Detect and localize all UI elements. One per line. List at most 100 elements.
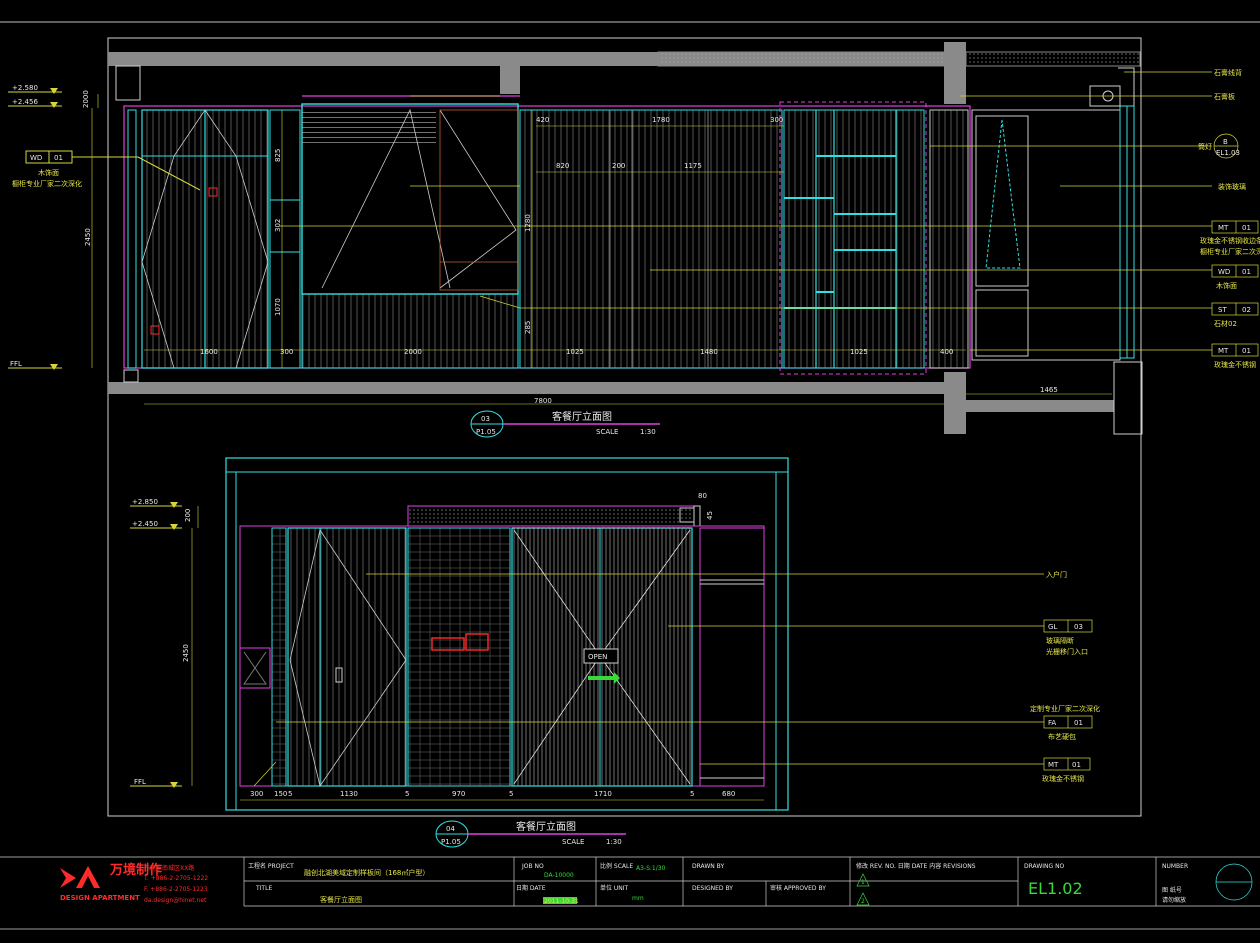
callout-text: 布艺硬包 bbox=[1048, 732, 1076, 741]
project-label: 工程名 PROJECT bbox=[248, 862, 294, 870]
callout-text: 玫瑰金不锈钢 bbox=[1214, 360, 1256, 369]
callout-text: 石膏线背 bbox=[1214, 68, 1242, 77]
callout-text: 石膏板 bbox=[1214, 92, 1235, 101]
level-lower-ffl: FFL bbox=[134, 778, 146, 786]
contact-line: 东莞市南城区XX路 bbox=[144, 864, 194, 872]
dim-total: 7800 bbox=[534, 397, 552, 405]
view-sheet: P1.05 bbox=[476, 428, 496, 436]
logo-cn: 万境制作 bbox=[109, 862, 162, 878]
scale-label: SCALE bbox=[596, 428, 618, 436]
job-value: DA-10000 bbox=[544, 872, 574, 879]
title-label: TITLE bbox=[255, 885, 272, 892]
dim-bottom: 5 bbox=[405, 790, 409, 798]
contact-line: da.design@hinet.net bbox=[144, 897, 207, 904]
callout-text: 玫瑰金不锈钢收边条 bbox=[1200, 236, 1260, 245]
detail-marker-bottom: EL1.03 bbox=[1216, 149, 1240, 157]
level-lower-1: +2.850 bbox=[132, 498, 158, 506]
revision-mark: 1 bbox=[861, 879, 865, 886]
number-note: 图 纸号 bbox=[1162, 886, 1182, 894]
title-block-frame bbox=[0, 856, 1260, 930]
detail-marker-top: B bbox=[1223, 138, 1228, 146]
callout-text: 玻璃隔断 bbox=[1046, 636, 1074, 645]
scale-value: 1:30 bbox=[606, 838, 622, 846]
dim-left: 2450 bbox=[84, 228, 92, 246]
tag-note2: 橱柜专业厂家二次深化 bbox=[12, 179, 82, 188]
dim-mid: 1070 bbox=[274, 298, 282, 316]
project-value: 融创北湖美域定制样板间（168㎡户型） bbox=[304, 868, 429, 877]
dim-bottom: 5 bbox=[690, 790, 694, 798]
dim-bottom: 970 bbox=[452, 790, 465, 798]
callout-text: 橱柜专业厂家二次深化 bbox=[1200, 247, 1260, 256]
level-lower-2: +2.450 bbox=[132, 520, 158, 528]
callout-num: 01 bbox=[1242, 347, 1251, 355]
job-label: JOB NO bbox=[521, 863, 544, 870]
dim-mid: 285 bbox=[524, 321, 532, 334]
callout-code: MT bbox=[1218, 347, 1229, 355]
dim-top: 820 bbox=[556, 162, 569, 170]
drawn-label: DRAWN BY bbox=[692, 863, 724, 870]
callout-text: 装饰玻璃 bbox=[1218, 182, 1246, 191]
door-open-label: OPEN bbox=[588, 653, 607, 661]
drawing-no-label: DRAWING NO bbox=[1024, 863, 1065, 870]
callout-code: FA bbox=[1048, 719, 1056, 727]
callout-text: 玫瑰金不锈钢 bbox=[1042, 774, 1084, 783]
dim-top: 1175 bbox=[684, 162, 702, 170]
dim-bottom: 1710 bbox=[594, 790, 612, 798]
callout-num: 01 bbox=[1072, 761, 1081, 769]
dim-mid: 825 bbox=[274, 149, 282, 162]
scale-label: SCALE bbox=[562, 838, 584, 846]
approved-label: 审核 APPROVED BY bbox=[770, 884, 826, 892]
dim-top: 80 bbox=[698, 492, 707, 500]
dim-bottom: 2000 bbox=[404, 348, 422, 356]
contact-line: F. +886-2-2705-1223 bbox=[144, 886, 208, 893]
dim-bottom: 300 bbox=[280, 348, 293, 356]
callout-text: 光栅移门入口 bbox=[1046, 647, 1088, 656]
dim-left: 200 bbox=[184, 509, 192, 522]
dim-bottom: 150 bbox=[274, 790, 287, 798]
sheet-border bbox=[107, 37, 1142, 817]
dim-bottom: 680 bbox=[722, 790, 735, 798]
callout-code: MT bbox=[1218, 224, 1229, 232]
dim-mid: 1280 bbox=[524, 214, 532, 232]
callout-num: 01 bbox=[1242, 224, 1251, 232]
dim-bottom: 5 bbox=[509, 790, 513, 798]
lower-elevation bbox=[130, 457, 1093, 848]
callout-num: 01 bbox=[1242, 268, 1251, 276]
dim-bottom: 400 bbox=[940, 348, 953, 356]
dim-top: 300 bbox=[770, 116, 783, 124]
tag-num: 01 bbox=[54, 154, 63, 162]
dim-top: 45 bbox=[706, 511, 714, 520]
dim-left: 2000 bbox=[82, 90, 90, 108]
contact-line: T. +886-2-2705-1222 bbox=[143, 875, 208, 882]
title-value: 客餐厅立面图 bbox=[320, 895, 362, 904]
dim-bottom: 300 bbox=[250, 790, 263, 798]
revisions-label: 修改 REV. NO. 日期 DATE 内容 REVISIONS bbox=[856, 862, 976, 870]
tag-code: WD bbox=[30, 154, 42, 162]
logo-en: DESIGN APARTMENT bbox=[60, 894, 140, 902]
callout-code: GL bbox=[1048, 623, 1057, 631]
callout-text: 石材02 bbox=[1214, 319, 1237, 328]
unit-label: 单位 UNIT bbox=[600, 884, 629, 892]
designed-label: DESIGNED BY bbox=[692, 885, 733, 892]
view-number: 04 bbox=[446, 825, 455, 833]
callout-code: ST bbox=[1218, 306, 1227, 314]
dim-bottom: 1130 bbox=[340, 790, 358, 798]
dim-right: 1465 bbox=[1040, 386, 1058, 394]
scale-value: 1:30 bbox=[640, 428, 656, 436]
dim-bottom: 1025 bbox=[566, 348, 584, 356]
level-upper-ffl: FFL bbox=[10, 360, 22, 368]
dim-top: 200 bbox=[612, 162, 625, 170]
callout-num: 01 bbox=[1074, 719, 1083, 727]
callout-text: 入户门 bbox=[1046, 570, 1067, 579]
dim-bottom: 1480 bbox=[700, 348, 718, 356]
dim-left: 2450 bbox=[182, 644, 190, 662]
scale-value-footer: A3-S:1/30 bbox=[636, 865, 666, 872]
callout-text: 筒灯 bbox=[1198, 142, 1212, 151]
date-value: 2011-10-31 bbox=[544, 898, 579, 905]
date-label: 日期 DATE bbox=[516, 884, 546, 892]
callout-num: 02 bbox=[1242, 306, 1251, 314]
callout-text: 木饰面 bbox=[1216, 281, 1237, 290]
view-number: 03 bbox=[481, 415, 490, 423]
callout-code: WD bbox=[1218, 268, 1230, 276]
